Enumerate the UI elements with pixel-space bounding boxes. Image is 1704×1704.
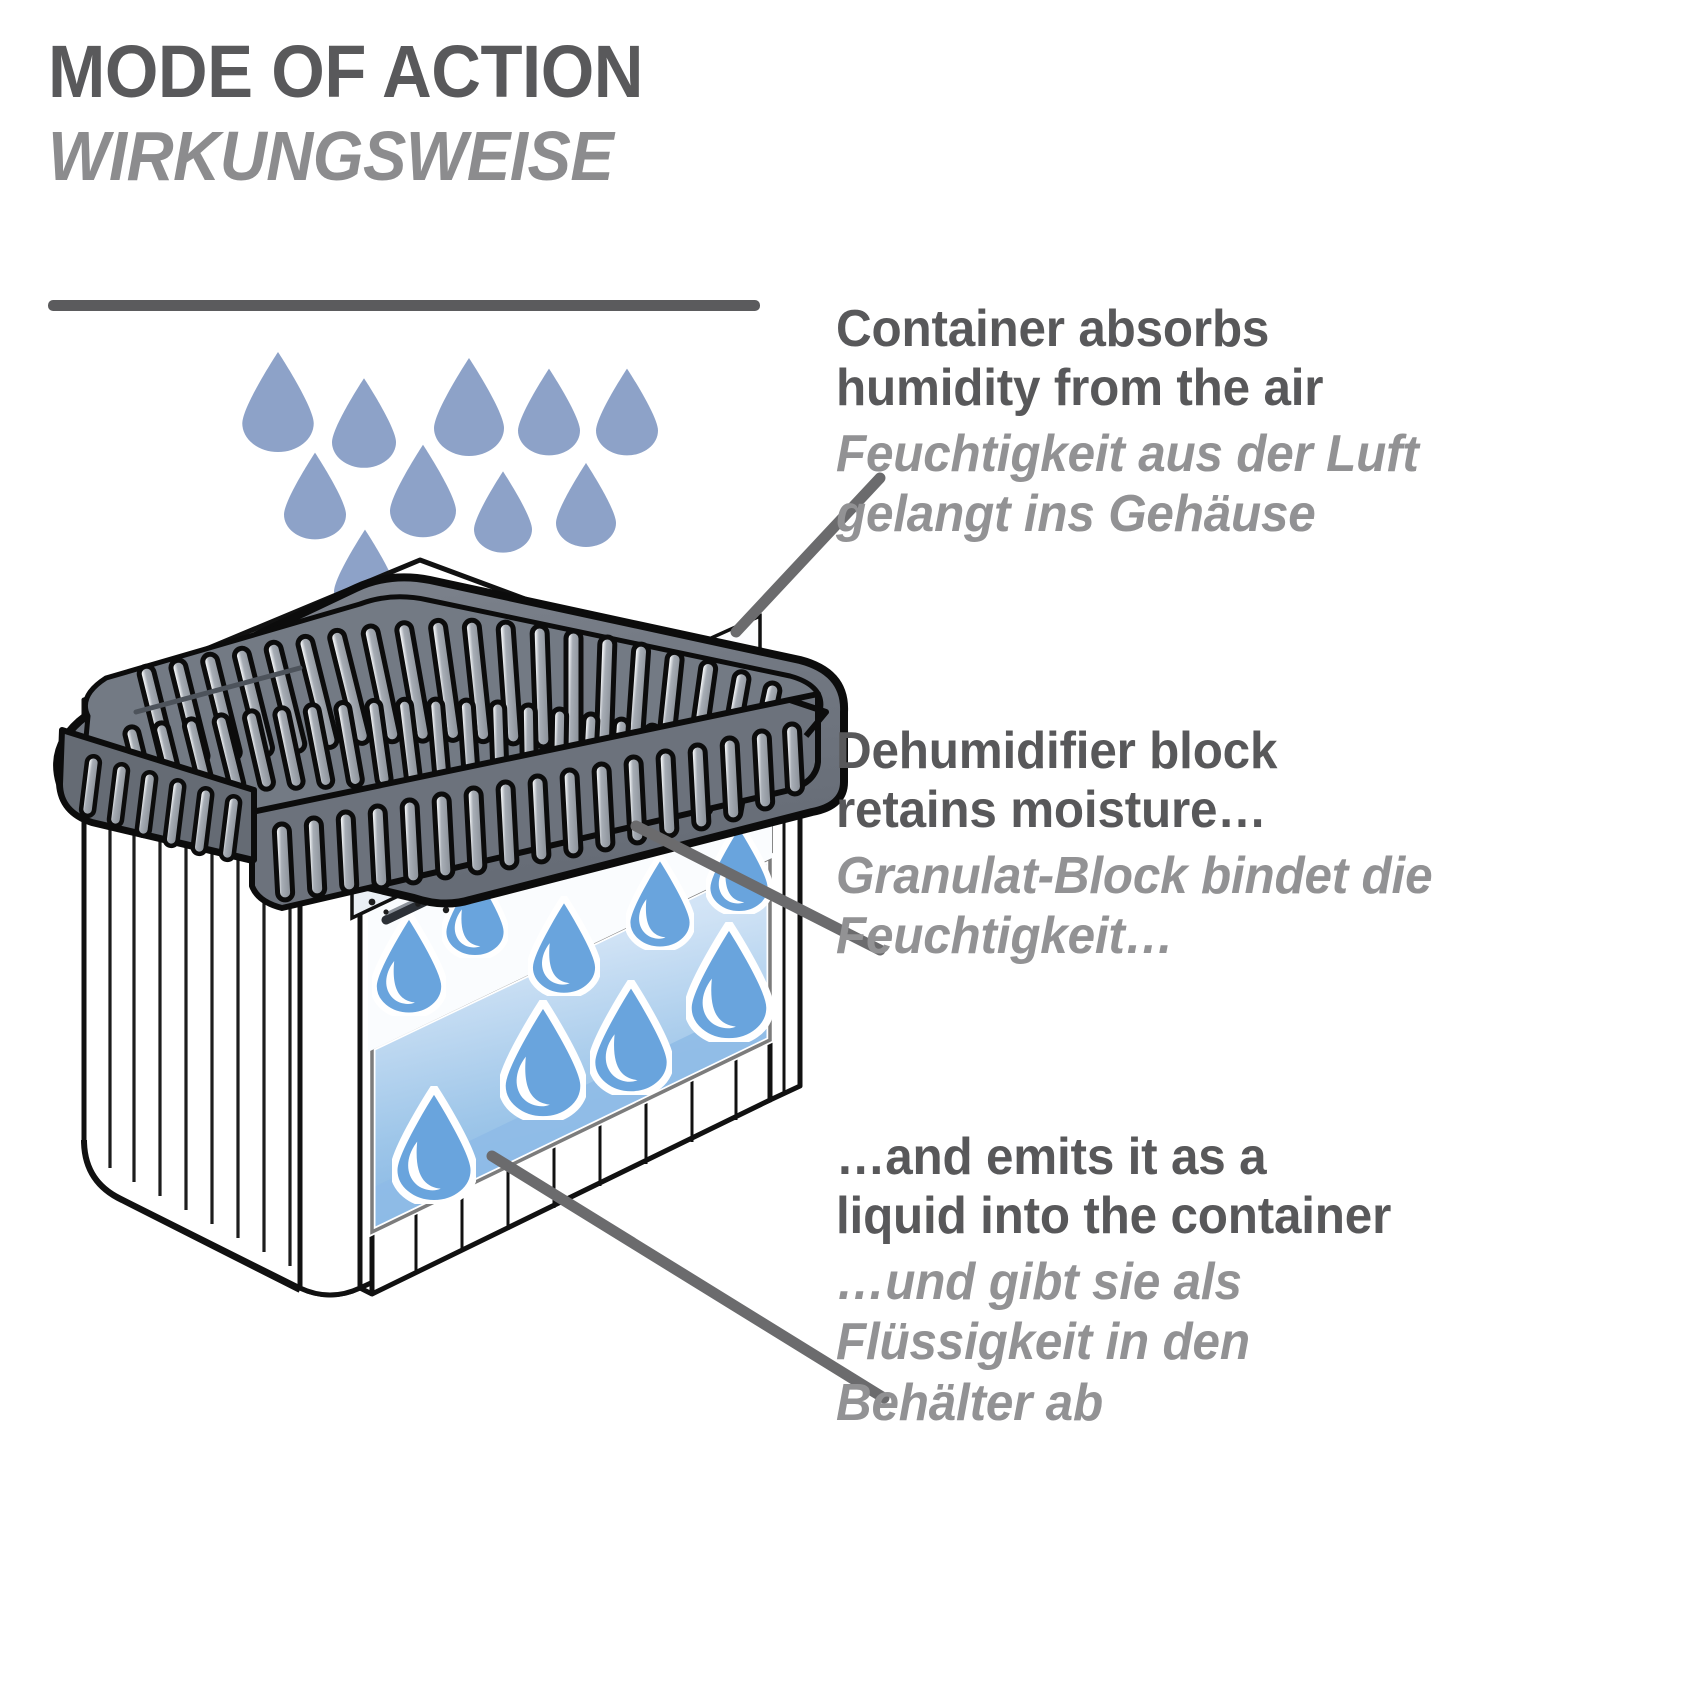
callout-absorbs: Container absorbs humidity from the air … [836, 300, 1646, 545]
leader-line-emits [486, 1150, 890, 1404]
title-divider [48, 300, 760, 311]
callout-retains-english-line-2: retains moisture… [836, 780, 1267, 839]
callout-retains-english-line-1: Dehumidifier block [836, 722, 1278, 780]
callout-absorbs-german-line-2: gelangt ins Gehäuse [836, 485, 1316, 544]
callout-retains-german-line-2: Feuchtigkeit… [836, 907, 1174, 966]
callout-emits-english-line-1: …and emits it as a [836, 1128, 1267, 1186]
callout-absorbs-english-line-2: humidity from the air [836, 358, 1324, 417]
leader-line-absorbs [730, 472, 886, 638]
callout-absorbs-german: Feuchtigkeit aus der Luft gelangt ins Ge… [836, 424, 1606, 546]
callout-retains-german: Granulat-Block bindet die Feuchtigkeit… [836, 846, 1606, 968]
page-title-english: MODE OF ACTION [48, 30, 643, 113]
page-title: MODE OF ACTION WIRKUNGSWEISE [48, 30, 768, 311]
callout-emits: …and emits it as a liquid into the conta… [836, 1128, 1646, 1434]
page-title-german: WIRKUNGSWEISE [48, 116, 614, 195]
vented-lid [53, 573, 849, 911]
callout-emits-german-line-3: Behälter ab [836, 1374, 1103, 1433]
callout-emits-german-line-2: Flüssigkeit in den [836, 1313, 1250, 1372]
callout-absorbs-german-line-1: Feuchtigkeit aus der Luft [836, 424, 1419, 483]
leader-line-retains [630, 820, 886, 956]
callout-absorbs-english-line-1: Container absorbs [836, 300, 1270, 358]
leader-lines [486, 472, 890, 1404]
callout-emits-german-line-1: …und gibt sie als [836, 1252, 1242, 1311]
callout-emits-english: …and emits it as a liquid into the conta… [836, 1128, 1606, 1246]
callout-emits-german: …und gibt sie als Flüssigkeit in den Beh… [836, 1252, 1606, 1434]
callout-retains: Dehumidifier block retains moisture… Gra… [836, 722, 1646, 967]
callout-emits-english-line-2: liquid into the container [836, 1186, 1392, 1245]
callout-retains-german-line-1: Granulat-Block bindet die [836, 846, 1433, 905]
callout-absorbs-english: Container absorbs humidity from the air [836, 300, 1606, 418]
callout-retains-english: Dehumidifier block retains moisture… [836, 722, 1606, 840]
